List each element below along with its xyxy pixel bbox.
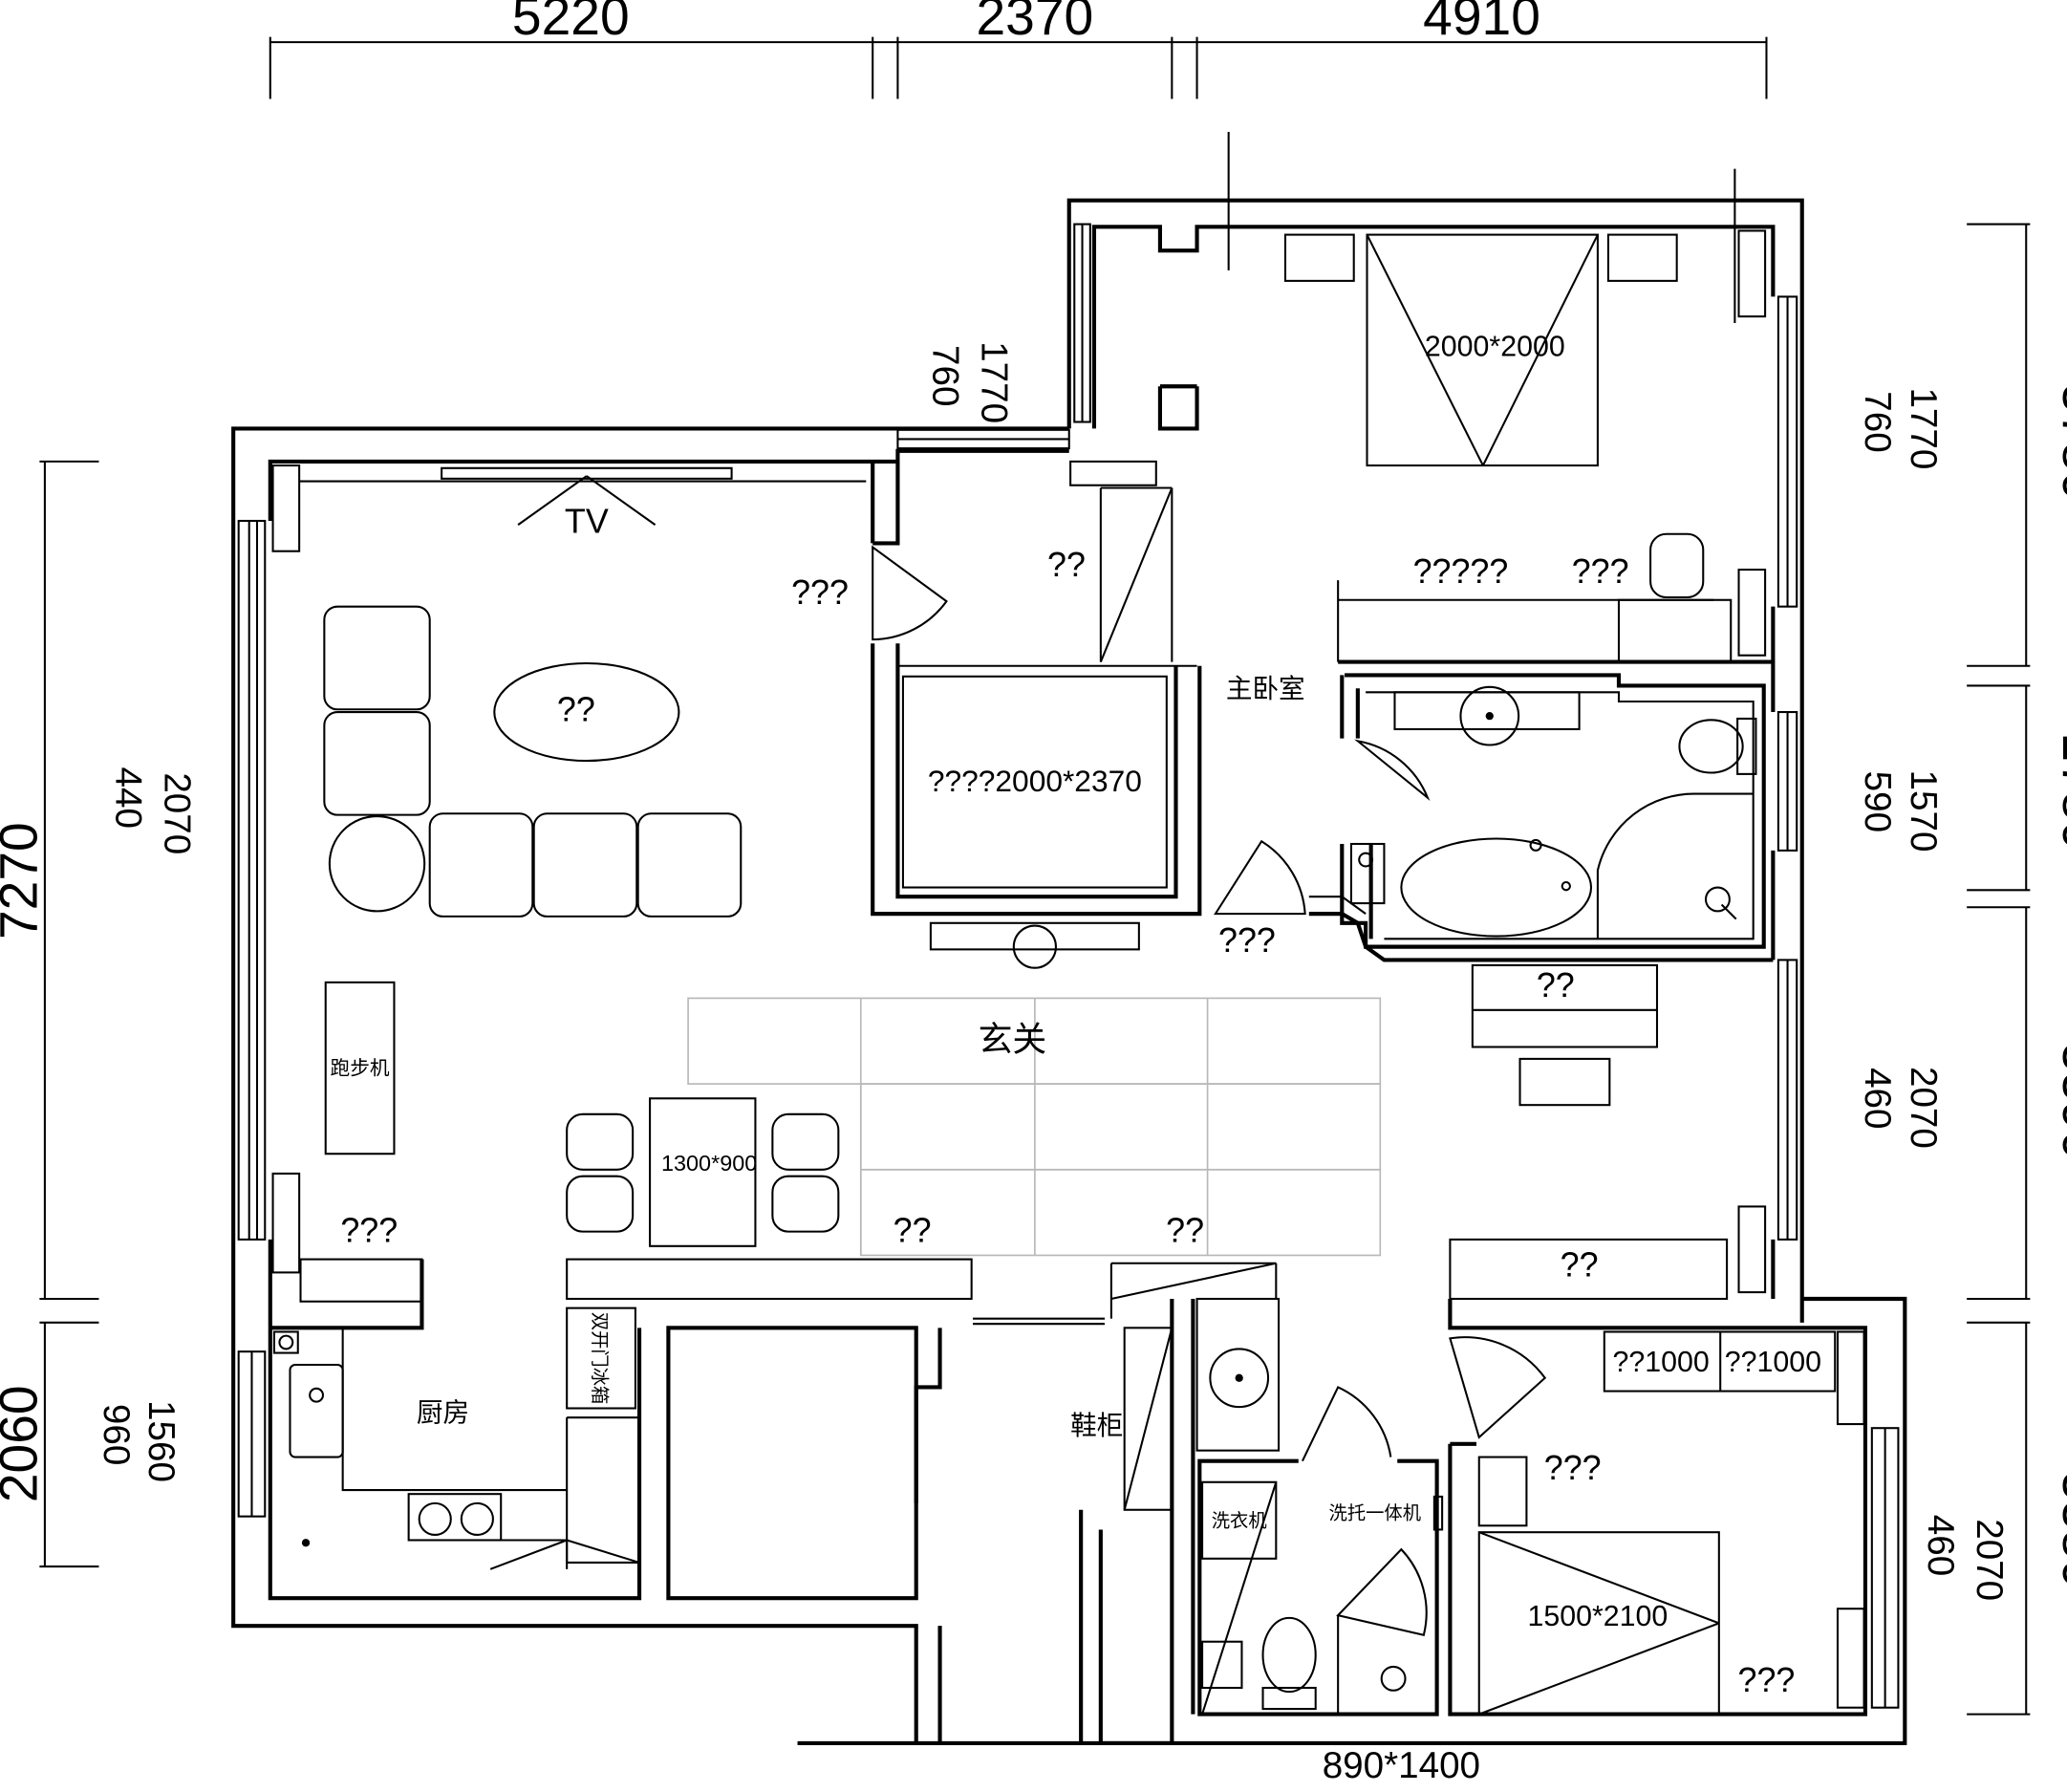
doors (872, 545, 1547, 1637)
dim-right-1-a: 1770 (1903, 387, 1944, 469)
balcony-label: ??? (340, 1212, 398, 1250)
dim-left-total-lower: 2060 (0, 1385, 49, 1502)
windows (237, 223, 1900, 1709)
dim-right-4-total: 3380 (2052, 1471, 2067, 1588)
dim-left-total-upper: 7270 (0, 822, 49, 939)
dim-right-2-b: 590 (1857, 771, 1898, 832)
dim-top-1: 5220 (512, 0, 630, 46)
foyer-label: 玄关 (979, 1021, 1047, 1059)
tv-label: TV (565, 502, 609, 540)
study-label: ?? (1047, 546, 1086, 584)
dim-left-lower-a: 1560 (140, 1400, 182, 1482)
dimension-lines (39, 36, 2031, 1744)
wardrobe2a-label: ??1000 (1612, 1347, 1709, 1378)
study-bed-label: ????2000*2370 (928, 764, 1142, 798)
master-bathroom (1358, 685, 1757, 939)
dim-right-4-a: 2070 (1969, 1519, 2010, 1601)
master-bedroom: 2000*2000 ????? ??? 主卧室 ?? (1226, 233, 1733, 1107)
dim-right-1-total: 3780 (2052, 383, 2067, 501)
dim-right-3-a: 2070 (1903, 1067, 1944, 1149)
bath-cabinet-label: ?? (1537, 966, 1575, 1004)
dim-bottom: 890*1400 (1323, 1745, 1480, 1786)
dim-top-3: 4910 (1423, 0, 1540, 46)
dim-right-1-b: 760 (1857, 391, 1898, 452)
master-bed-label: 2000*2000 (1425, 332, 1565, 363)
radiators (271, 229, 1865, 1709)
living-room-label: ??? (791, 573, 849, 612)
dim-right-3-total: 3390 (2052, 1043, 2067, 1160)
bed2-q-label: ??? (1544, 1449, 1602, 1487)
cabinet2-label: ?? (1561, 1246, 1599, 1285)
washer-label: 洗衣机 (1212, 1511, 1267, 1532)
dim-right-4-b: 460 (1920, 1515, 1961, 1576)
bed2-label: 1500*2100 (1528, 1601, 1669, 1632)
tea-table-label: ?? (557, 691, 595, 729)
dim-left-lower-b: 960 (96, 1404, 137, 1465)
corridor-label: ??? (1218, 921, 1276, 960)
shoe-cabinet-area: 鞋柜 洗衣机 洗托一体机 (1070, 1297, 1444, 1715)
study-room: ?? ????2000*2370 (928, 546, 1142, 798)
kitchen: 厨房 双开门冰箱 (269, 1306, 918, 1601)
dim-inner-a: 1770 (974, 341, 1015, 423)
dim-left-upper-b: 440 (107, 766, 148, 828)
dining-table-label: 1300*900 (661, 1151, 757, 1176)
kitchen-label: 厨房 (417, 1397, 469, 1427)
foyer-q2-label: ?? (1166, 1212, 1204, 1250)
wardrobe2b-label: ??1000 (1725, 1347, 1821, 1378)
wardrobe1-label: ????? (1413, 552, 1509, 591)
dim-inner-b: 760 (925, 345, 966, 406)
living-room-furniture: TV ?? ??? 跑步机 1300*900 ??? (299, 466, 867, 1303)
shoe-cabinet-label: 鞋柜 (1070, 1411, 1123, 1440)
toilet-combo-label: 洗托一体机 (1329, 1502, 1421, 1523)
dim-right-3-b: 460 (1857, 1068, 1898, 1129)
fridge-label: 双开门冰箱 (589, 1312, 610, 1405)
master-room-label: 主卧室 (1226, 674, 1305, 703)
second-bedroom: ?? ??1000 ??1000 ??? 1500*2100 ??? (1449, 1238, 1821, 1716)
foyer-area: 玄关 ?? ?? ??? (566, 921, 1382, 1301)
dim-right-2-a: 1570 (1903, 770, 1944, 853)
dim-top-2: 2370 (977, 0, 1094, 46)
foyer-q1-label: ?? (894, 1212, 932, 1250)
vanity-label: ??? (1572, 552, 1629, 591)
treadmill-label: 跑步机 (331, 1057, 390, 1079)
dim-left-upper-a: 2070 (156, 772, 197, 854)
dim-right-2-total: 1780 (2052, 732, 2067, 850)
bed2-q2-label: ??? (1738, 1661, 1796, 1699)
